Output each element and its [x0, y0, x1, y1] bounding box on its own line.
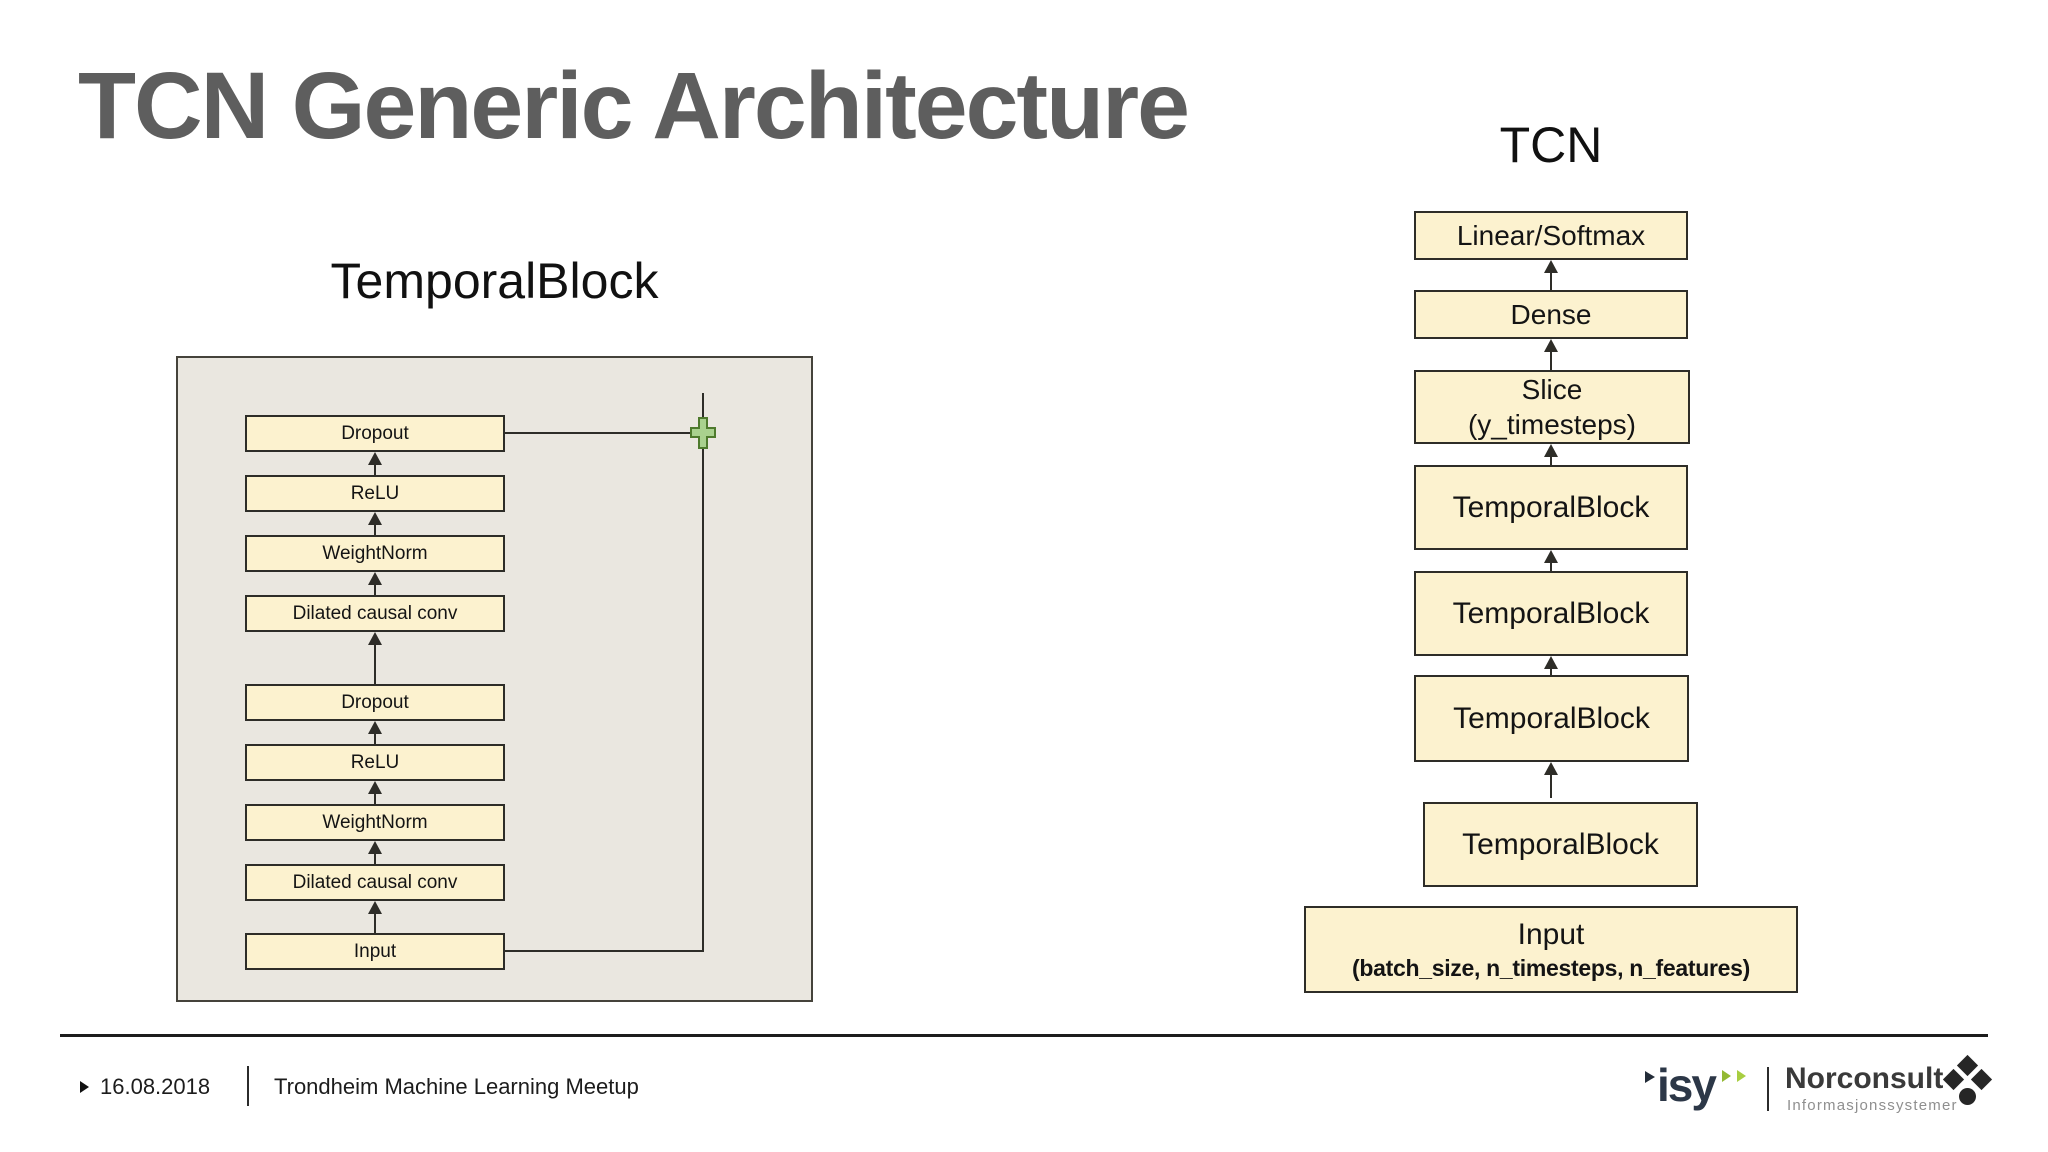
temporalblock-container — [176, 356, 813, 1002]
arrow-head — [368, 721, 382, 734]
left-block-dropout-1: Dropout — [245, 415, 505, 452]
arrow-shaft — [1550, 669, 1552, 675]
plus-node-icon — [690, 417, 716, 449]
up-arrow — [1543, 260, 1559, 290]
norconsult-subtitle: Informasjonssystemer — [1787, 1097, 1958, 1114]
right-block-slice: Slice (y_timesteps) — [1414, 370, 1690, 444]
logo-divider — [1767, 1067, 1769, 1111]
up-arrow — [367, 452, 383, 475]
diamond-shape — [1942, 1068, 1965, 1091]
norconsult-diamond-icon — [1942, 1054, 1993, 1108]
norconsult-logo-text: Norconsult — [1785, 1062, 1944, 1095]
footer-divider — [60, 1034, 1988, 1037]
arrow-shaft — [374, 794, 376, 804]
arrow-shaft — [374, 585, 376, 595]
block-sublabel: (y_timesteps) — [1467, 409, 1637, 440]
arrow-shaft — [374, 854, 376, 864]
left-block-dropout-2: Dropout — [245, 684, 505, 721]
slide-title: TCN Generic Architecture — [78, 53, 1190, 159]
left-block-weightnorm-2: WeightNorm — [245, 804, 505, 841]
arrow-shaft — [374, 734, 376, 744]
right-block-temporalblock-4: TemporalBlock — [1423, 802, 1698, 887]
arrow-head — [368, 512, 382, 525]
up-arrow — [367, 781, 383, 804]
block-sublabel: (batch_size, n_timesteps, n_features) — [1352, 954, 1750, 981]
right-block-input: Input (batch_size, n_timesteps, n_featur… — [1304, 906, 1798, 993]
up-arrow — [367, 901, 383, 933]
left-block-weightnorm-1: WeightNorm — [245, 535, 505, 572]
arrow-shaft — [374, 645, 376, 684]
arrow-shaft — [374, 914, 376, 933]
residual-connector-top — [505, 432, 703, 434]
left-diagram-heading: TemporalBlock — [330, 253, 659, 309]
left-block-dilated-conv-1: Dilated causal conv — [245, 595, 505, 632]
block-label: TemporalBlock — [1452, 490, 1650, 524]
left-block-relu-2: ReLU — [245, 744, 505, 781]
left-block-input: Input — [245, 933, 505, 970]
arrow-shaft — [1550, 457, 1552, 465]
isy-chevron-icon — [1722, 1070, 1731, 1082]
arrow-head — [1544, 339, 1558, 352]
arrow-head — [1544, 656, 1558, 669]
right-diagram-heading: TCN — [1499, 117, 1603, 173]
arrow-shaft — [1550, 563, 1552, 571]
residual-connector-vertical — [702, 393, 704, 952]
arrow-head — [1544, 550, 1558, 563]
arrow-head — [368, 841, 382, 854]
isy-chevron-icon — [1737, 1070, 1746, 1082]
right-block-linear-softmax: Linear/Softmax — [1414, 211, 1688, 260]
isy-logo-text: isy — [1657, 1059, 1717, 1111]
up-arrow — [1543, 762, 1559, 798]
arrow-head — [1544, 444, 1558, 457]
footer-bullet-icon — [80, 1081, 89, 1093]
left-block-relu-1: ReLU — [245, 475, 505, 512]
arrow-head — [1544, 260, 1558, 273]
block-label: Input — [1517, 917, 1585, 951]
right-block-temporalblock-1: TemporalBlock — [1414, 465, 1688, 550]
isy-triangle-icon — [1645, 1071, 1655, 1083]
circle-shape — [1959, 1088, 1976, 1105]
up-arrow — [367, 841, 383, 864]
arrow-shaft — [1550, 775, 1552, 798]
footer-date: 16.08.2018 — [100, 1074, 211, 1099]
block-label: TemporalBlock — [1462, 827, 1659, 861]
footer-separator — [247, 1066, 249, 1106]
up-arrow — [1543, 550, 1559, 571]
arrow-head — [368, 632, 382, 645]
block-label: TemporalBlock — [1452, 596, 1650, 630]
up-arrow — [367, 572, 383, 595]
block-label: Dense — [1510, 298, 1592, 330]
block-label: TemporalBlock — [1453, 701, 1650, 735]
arrow-head — [368, 781, 382, 794]
arrow-shaft — [1550, 273, 1552, 290]
residual-connector-bottom — [505, 950, 703, 952]
arrow-head — [1544, 762, 1558, 775]
diamond-shape — [1956, 1054, 1979, 1077]
up-arrow — [1543, 444, 1559, 465]
arrow-shaft — [1550, 352, 1552, 370]
arrow-head — [368, 572, 382, 585]
up-arrow — [1543, 656, 1559, 675]
arrow-head — [368, 452, 382, 465]
up-arrow — [367, 721, 383, 744]
up-arrow — [367, 632, 383, 684]
arrow-head — [368, 901, 382, 914]
footer-event-name: Trondheim Machine Learning Meetup — [274, 1074, 639, 1099]
arrow-shaft — [374, 465, 376, 475]
right-block-temporalblock-2: TemporalBlock — [1414, 571, 1688, 656]
up-arrow — [1543, 339, 1559, 370]
block-label: Slice — [1521, 374, 1583, 405]
block-label: Linear/Softmax — [1456, 219, 1646, 251]
arrow-shaft — [374, 525, 376, 535]
left-block-dilated-conv-2: Dilated causal conv — [245, 864, 505, 901]
diamond-shape — [1970, 1068, 1993, 1091]
right-block-dense: Dense — [1414, 290, 1688, 339]
right-block-temporalblock-3: TemporalBlock — [1414, 675, 1689, 762]
up-arrow — [367, 512, 383, 535]
